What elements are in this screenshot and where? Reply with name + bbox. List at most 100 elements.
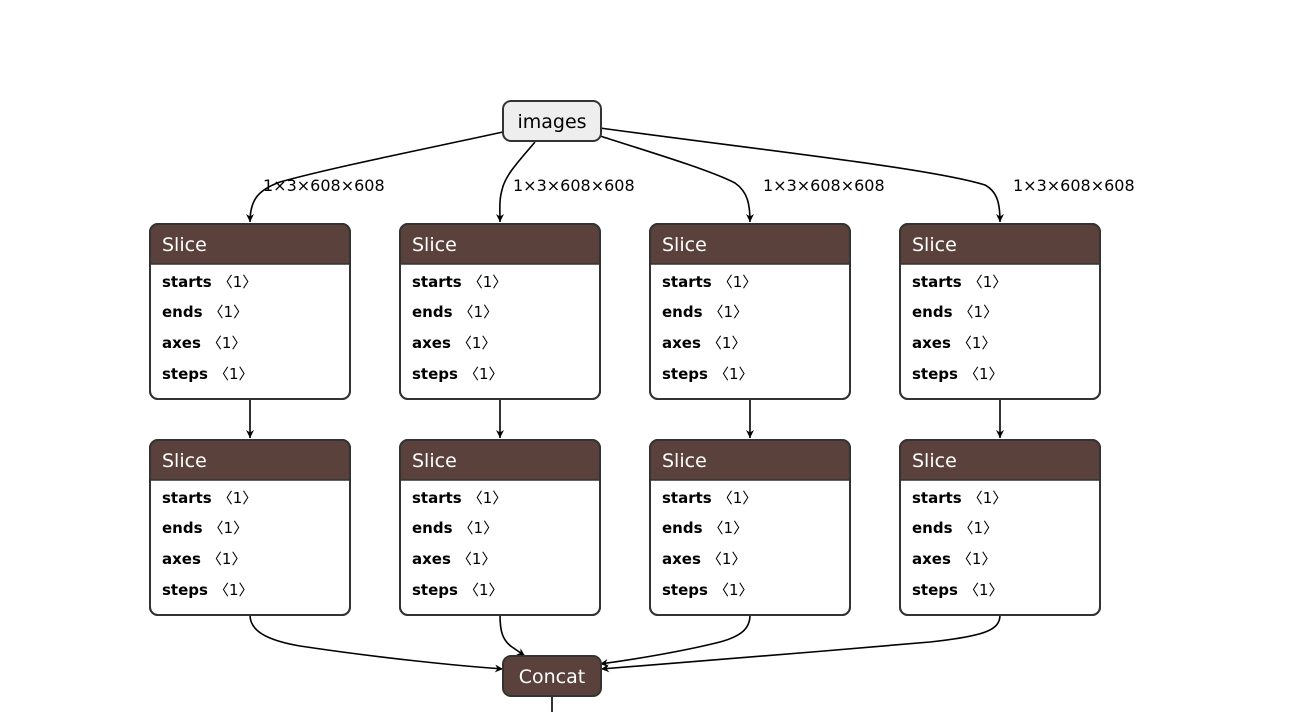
attribute-name: ends [912, 519, 953, 537]
slice-attribute-axes: axes〈1〉 [412, 334, 496, 352]
attribute-name: steps [412, 365, 458, 383]
attribute-value: 〈1〉 [968, 489, 1008, 507]
slice-node-title: Slice [662, 450, 707, 472]
attribute-name: steps [912, 581, 958, 599]
slice-node-header [650, 440, 850, 480]
slice-attribute-starts: starts 〈1〉 [412, 273, 507, 291]
attribute-value: 〈1〉 [207, 550, 247, 568]
slice-node-border [649, 223, 851, 400]
slice-attribute-steps: steps 〈1〉 [912, 581, 1003, 599]
attribute-name: starts [912, 273, 962, 291]
edge-slice-4b-to-concat [600, 614, 1001, 673]
attribute-value: 〈1〉 [218, 273, 258, 291]
attribute-value: 〈1〉 [959, 519, 999, 537]
input-node-images[interactable]: images [502, 100, 602, 142]
slice-attribute-axes: axes〈1〉 [912, 334, 996, 352]
attribute-name: ends [912, 303, 953, 321]
attribute-value: 〈1〉 [468, 489, 508, 507]
slice-attribute-starts: starts 〈1〉 [162, 489, 257, 507]
attribute-value: 〈1〉 [218, 489, 258, 507]
slice-attribute-starts: starts〈1〉 [662, 273, 757, 291]
attribute-name: starts [412, 273, 462, 291]
slice-node-title: Slice [412, 450, 457, 472]
slice-attribute-axes: axes〈1〉 [662, 334, 746, 352]
attribute-value: 〈1〉 [214, 365, 254, 383]
attribute-name: steps [162, 581, 208, 599]
slice-node-title: Slice [912, 450, 957, 472]
attribute-value: 〈1〉 [209, 303, 249, 321]
attribute-value: 〈1〉 [207, 334, 247, 352]
slice-attribute-steps: steps〈1〉 [412, 581, 503, 599]
attribute-name: steps [412, 581, 458, 599]
slice-attribute-ends: ends 〈1〉 [912, 303, 998, 321]
slice-node-border [649, 439, 851, 616]
attribute-value: 〈1〉 [459, 519, 499, 537]
attribute-name: starts [412, 489, 462, 507]
edge-label-1: 1×3×608×608 [263, 176, 385, 195]
slice-attribute-steps: steps〈1〉 [162, 365, 253, 383]
attribute-name: starts [162, 489, 212, 507]
slice-node-border [899, 223, 1101, 400]
slice-attribute-starts: starts〈1〉 [662, 489, 757, 507]
slice-node-border [899, 439, 1101, 616]
slice-attribute-starts: starts 〈1〉 [162, 273, 257, 291]
slice-attribute-steps: steps〈1〉 [162, 581, 253, 599]
slice-attribute-ends: ends〈1〉 [162, 519, 248, 537]
slice-attribute-starts: starts〈1〉 [912, 273, 1007, 291]
attribute-name: axes [912, 334, 951, 352]
slice-attribute-axes: axes〈1〉 [912, 550, 996, 568]
attribute-name: starts [162, 273, 212, 291]
attribute-value: 〈1〉 [464, 365, 504, 383]
slice-attribute-starts: starts 〈1〉 [912, 489, 1007, 507]
slice-node-header [900, 224, 1100, 264]
edge-images-to-slice-4a [599, 127, 1004, 223]
slice-node-header [150, 440, 350, 480]
attribute-name: ends [662, 519, 703, 537]
slice-node-title: Slice [412, 234, 457, 256]
edge-slice-3b-to-concat [599, 614, 751, 667]
attribute-value: 〈1〉 [707, 334, 747, 352]
slice-node-title: Slice [162, 450, 207, 472]
attribute-value: 〈1〉 [714, 365, 754, 383]
slice-attribute-ends: ends〈1〉 [412, 519, 498, 537]
slice-attribute-steps: steps〈1〉 [662, 581, 753, 599]
slice-attribute-axes: axes〈1〉 [162, 550, 246, 568]
slice-node-title: Slice [162, 234, 207, 256]
attribute-value: 〈1〉 [957, 550, 997, 568]
attribute-name: axes [412, 550, 451, 568]
attribute-value: 〈1〉 [457, 550, 497, 568]
input-node-label: images [517, 111, 586, 133]
edge-label-2: 1×3×608×608 [513, 176, 635, 195]
slice-nodes: Slicestarts〈1〉ends〈1〉axes〈1〉steps〈1〉Slic… [149, 223, 1101, 616]
attribute-value: 〈1〉 [459, 303, 499, 321]
slice-attribute-axes: axes〈1〉 [162, 334, 246, 352]
slice-node-border [399, 439, 601, 616]
slice-node-header [900, 440, 1100, 480]
concat-node[interactable]: Concat [502, 655, 602, 697]
attribute-value: 〈1〉 [964, 581, 1004, 599]
attribute-value: 〈1〉 [714, 581, 754, 599]
attribute-value: 〈1〉 [709, 519, 749, 537]
slice-attribute-axes: axes〈1〉 [662, 550, 746, 568]
attribute-name: steps [912, 365, 958, 383]
slice-node-border [149, 439, 351, 616]
attribute-value: 〈1〉 [959, 303, 999, 321]
slice-attribute-ends: ends 〈1〉 [912, 519, 998, 537]
edge-label-4: 1×3×608×608 [1013, 176, 1135, 195]
attribute-name: starts [662, 489, 712, 507]
attribute-value: 〈1〉 [468, 273, 508, 291]
attribute-name: steps [662, 365, 708, 383]
slice-node-border [149, 223, 351, 400]
attribute-name: starts [912, 489, 962, 507]
attribute-value: 〈1〉 [457, 334, 497, 352]
slice-attribute-ends: ends〈1〉 [412, 303, 498, 321]
